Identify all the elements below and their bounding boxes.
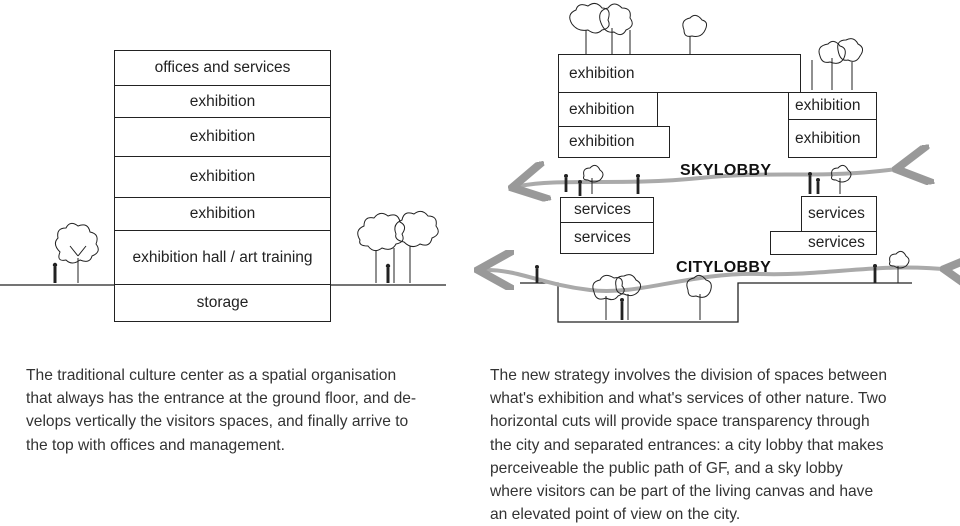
tree-icon <box>592 250 910 320</box>
exhibition-right-top: exhibition <box>788 92 877 120</box>
right-caption: The new strategy involves the division o… <box>490 367 887 524</box>
person-icon <box>535 264 877 320</box>
block-label: exhibition <box>795 129 861 147</box>
floor-exhibition: exhibition <box>114 197 331 231</box>
skylobby-label: SKYLOBBY <box>680 162 772 179</box>
services-left-top: services <box>560 197 654 223</box>
exhibition-top: exhibition <box>558 54 801 93</box>
exhibition-lower: exhibition <box>558 126 670 158</box>
floor-exhibition: exhibition <box>114 85 331 118</box>
tree-icon <box>54 222 99 283</box>
block-label: services <box>574 201 631 219</box>
floor-label: storage <box>196 294 249 312</box>
floor-label: exhibition <box>189 168 256 186</box>
floor-label: exhibition <box>189 205 256 223</box>
services-right-top: services <box>801 196 877 232</box>
person-icon <box>385 263 391 283</box>
floor-label: exhibition <box>189 92 256 110</box>
block-label: services <box>808 234 865 252</box>
floor-exhibition: exhibition <box>114 156 331 198</box>
floor-offices: offices and services <box>114 50 331 86</box>
exhibition-middle: exhibition <box>558 92 658 127</box>
block-label: exhibition <box>569 64 635 82</box>
floor-exhibition: exhibition <box>114 117 331 157</box>
tree-icon <box>569 2 864 90</box>
block-label: exhibition <box>569 100 635 118</box>
block-label: exhibition <box>569 133 635 151</box>
person-icon <box>564 172 820 196</box>
block-label: exhibition <box>795 97 861 115</box>
services-left-bottom: services <box>560 222 654 254</box>
person-icon <box>52 262 58 283</box>
services-right-bottom: services <box>770 231 877 255</box>
floor-exhibition-hall: exhibition hall / art training <box>114 230 331 285</box>
left-caption: The traditional culture center as a spat… <box>26 367 417 454</box>
floor-label: exhibition hall / art training <box>132 248 313 266</box>
block-label: services <box>574 229 631 247</box>
tree-icon <box>583 164 852 194</box>
citylobby-label: CITYLOBBY <box>676 259 772 276</box>
exhibition-right-bottom: exhibition <box>788 119 877 158</box>
block-label: services <box>808 205 865 223</box>
citylobby-arrow <box>486 268 952 291</box>
floor-label: offices and services <box>154 59 291 77</box>
floor-storage: storage <box>114 284 331 322</box>
floor-label: exhibition <box>189 128 256 146</box>
tree-icon <box>357 210 439 283</box>
